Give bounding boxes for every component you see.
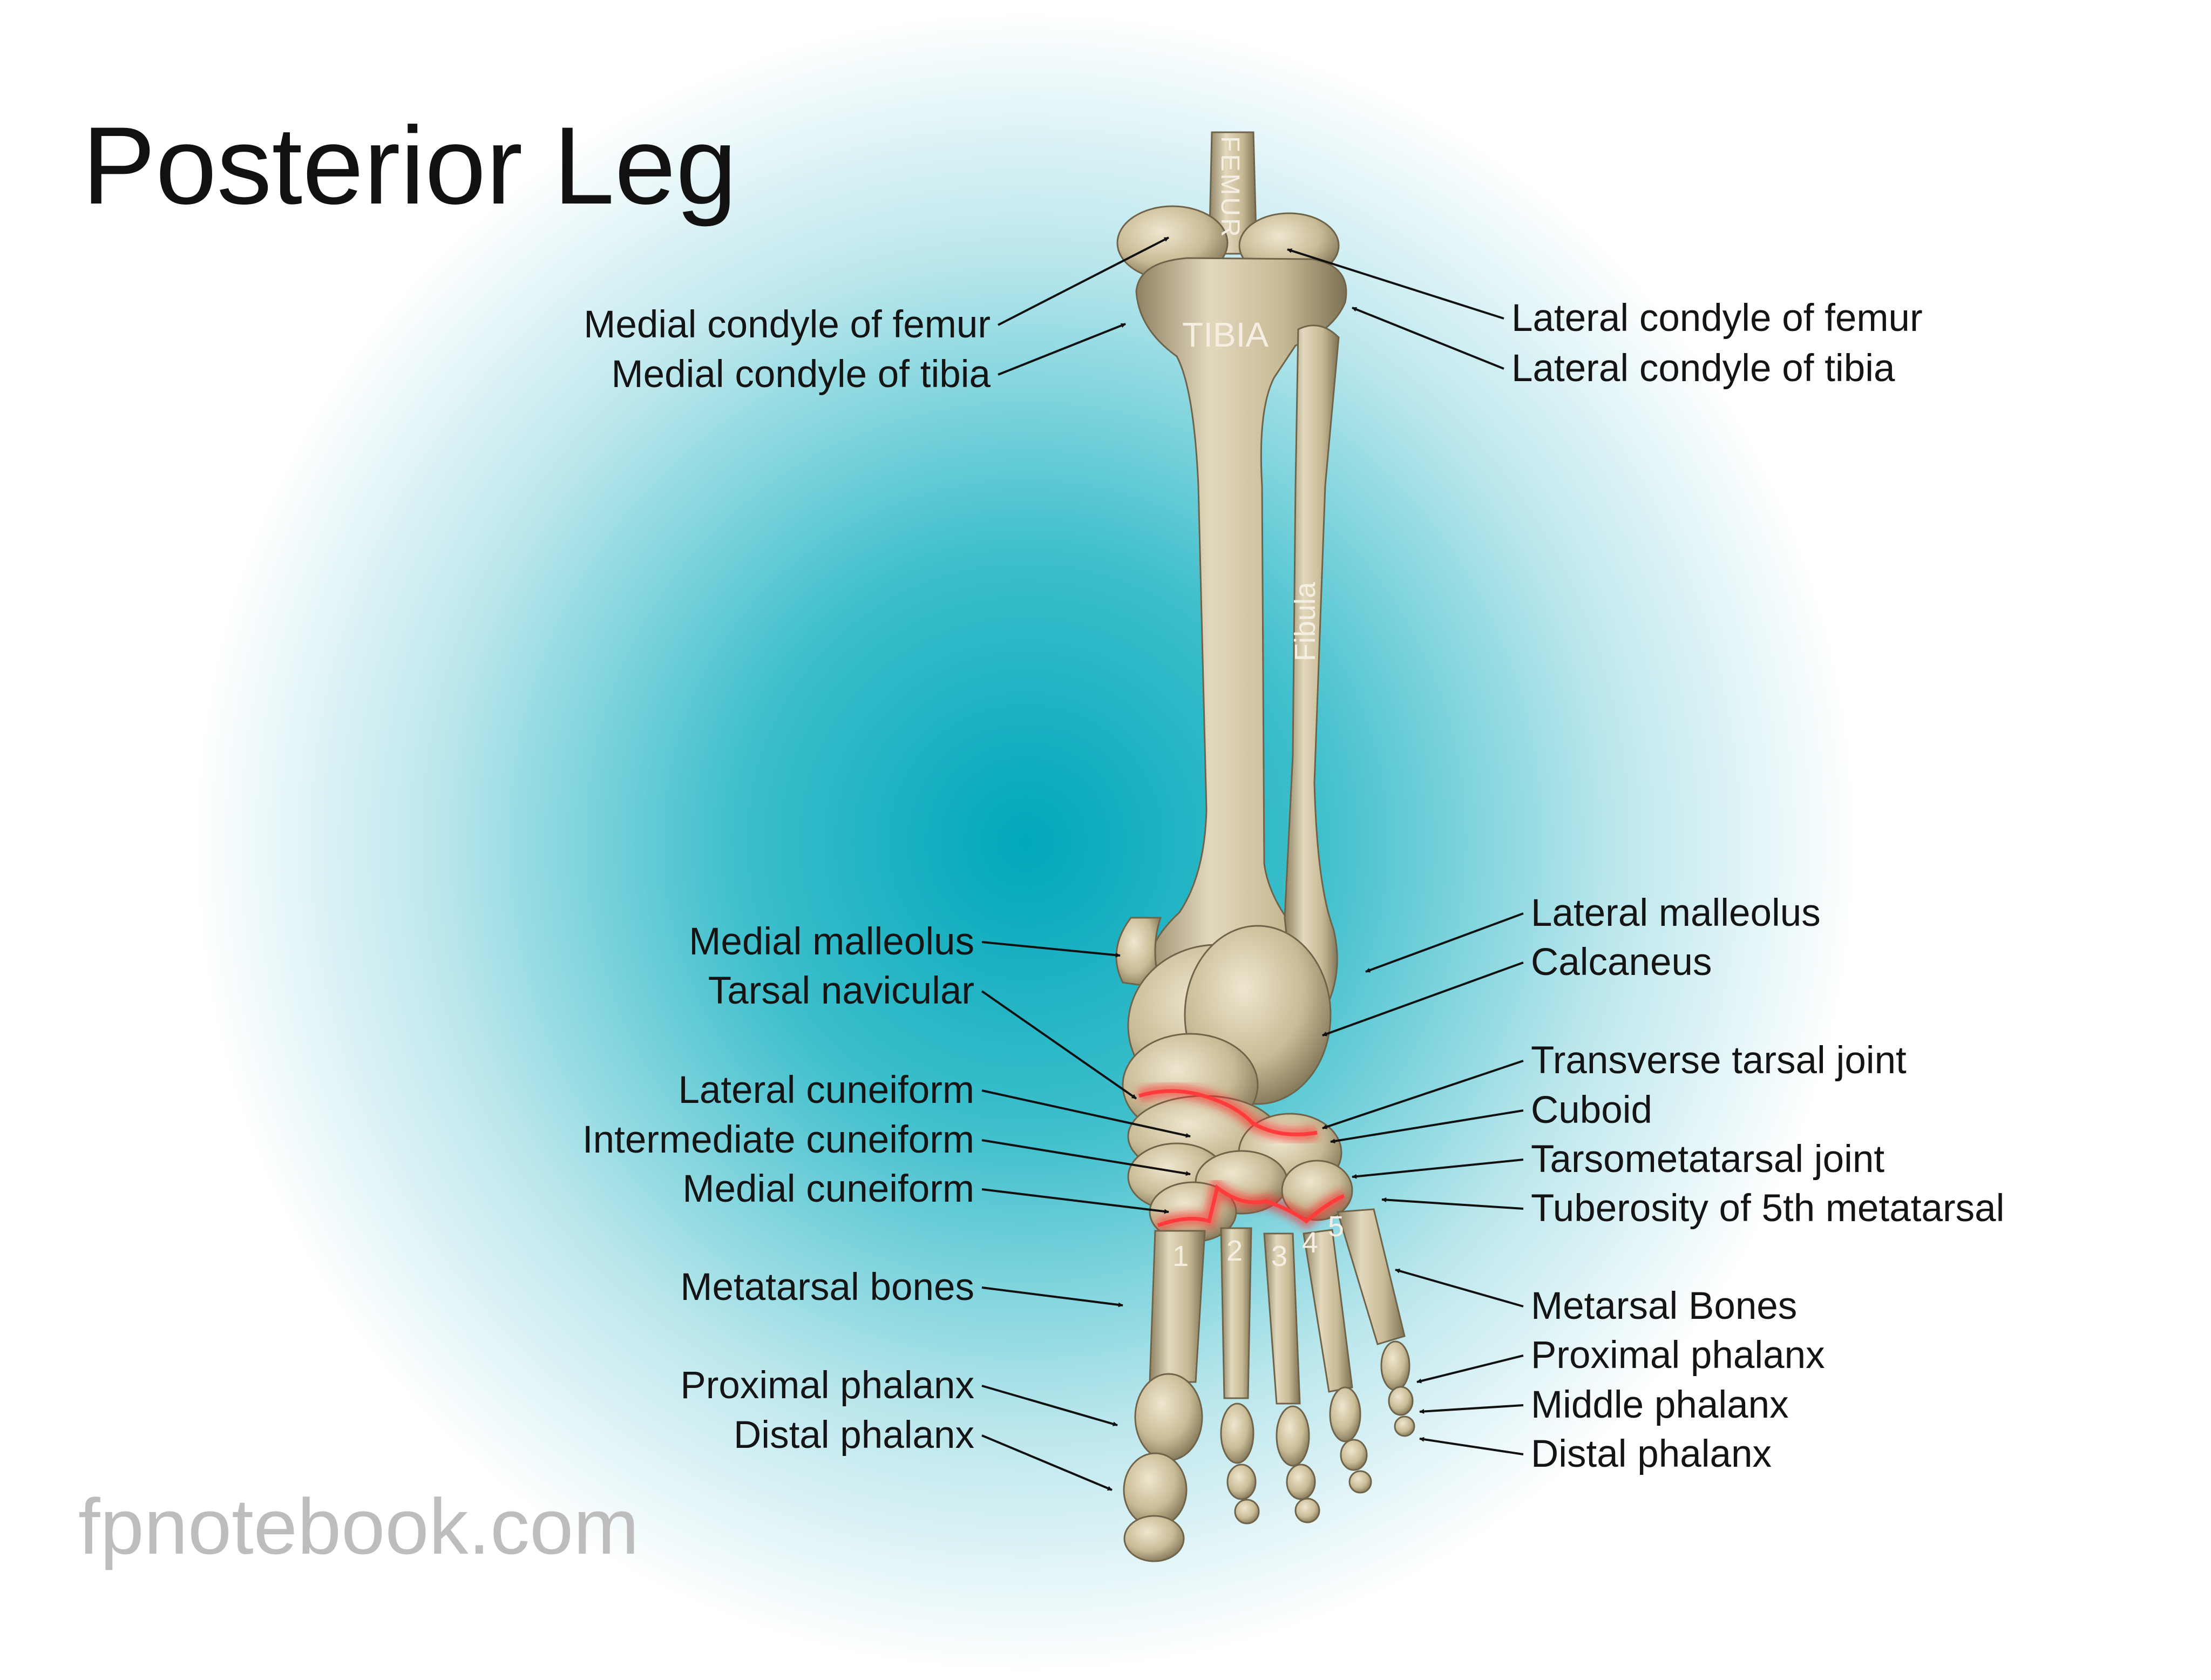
leader-left-lateral-cuneiform	[981, 1089, 1191, 1138]
leader-right-tarsometatarsal-joint	[1352, 1159, 1524, 1179]
label-left-distal-phalanx: Distal phalanx	[734, 1414, 974, 1457]
watermark: fpnotebook.com	[78, 1482, 639, 1570]
label-right-cuboid: Cuboid	[1531, 1089, 1652, 1132]
metatarsal-number-5: 5	[1328, 1210, 1344, 1243]
bone-text-labels: FEMUR TIBIA Fibula 1 2 3 4 5	[1172, 136, 1344, 1272]
femur-label: FEMUR	[1216, 136, 1244, 239]
fibula-label: Fibula	[1289, 581, 1321, 661]
metatarsals	[1149, 1208, 1406, 1405]
leader-left-distal-phalanx	[981, 1434, 1113, 1491]
label-right-middle-phalanx: Middle phalanx	[1531, 1384, 1789, 1426]
label-left-medial-malleolus: Medial malleolus	[689, 920, 974, 963]
leader-right-distal-phalanx	[1419, 1437, 1524, 1455]
label-right-lateral-condyle-of-tibia: Lateral condyle of tibia	[1511, 347, 1895, 390]
metatarsal-number-3: 3	[1271, 1240, 1287, 1272]
label-left-proximal-phalanx: Proximal phalanx	[680, 1364, 974, 1407]
label-right-distal-phalanx: Distal phalanx	[1531, 1433, 1772, 1475]
leader-arrows	[981, 236, 1524, 1491]
leader-right-calcaneus	[1322, 961, 1524, 1037]
metatarsal-number-1: 1	[1172, 1240, 1189, 1272]
metatarsal-number-4: 4	[1302, 1227, 1318, 1259]
label-left-tarsal-navicular: Tarsal navicular	[708, 970, 974, 1012]
label-left-medial-condyle-of-femur: Medial condyle of femur	[584, 303, 991, 346]
fibula	[1284, 324, 1340, 1014]
leader-left-medial-malleolus	[981, 941, 1121, 958]
tibia-label: TIBIA	[1182, 315, 1269, 354]
label-left-lateral-cuneiform: Lateral cuneiform	[678, 1069, 974, 1112]
label-right-metarsal-bones: Metarsal Bones	[1531, 1285, 1798, 1327]
leader-right-metarsal-bones	[1395, 1268, 1524, 1308]
leader-left-medial-cuneiform	[981, 1188, 1169, 1214]
metatarsal-number-2: 2	[1226, 1235, 1243, 1267]
leader-left-medial-condyle-of-femur	[998, 236, 1169, 326]
leader-right-lateral-condyle-of-femur	[1287, 248, 1504, 320]
label-right-tuberosity-of-5th-metatarsal: Tuberosity of 5th metatarsal	[1531, 1187, 2005, 1230]
joint-highlights	[1137, 1084, 1347, 1232]
page-title: Posterior Leg	[82, 104, 737, 227]
label-right-tarsometatarsal-joint: Tarsometatarsal joint	[1531, 1138, 1885, 1181]
tibia	[1115, 257, 1347, 989]
leader-right-lateral-malleolus	[1365, 912, 1524, 973]
label-right-calcaneus: Calcaneus	[1531, 941, 1712, 984]
label-left-medial-cuneiform: Medial cuneiform	[682, 1168, 974, 1210]
label-left-metatarsal-bones: Metatarsal bones	[680, 1266, 974, 1309]
label-right-proximal-phalanx: Proximal phalanx	[1531, 1334, 1825, 1377]
leader-right-tuberosity-of-5th-metatarsal	[1381, 1197, 1524, 1210]
label-left-medial-condyle-of-tibia: Medial condyle of tibia	[611, 353, 991, 396]
label-right-lateral-condyle-of-femur: Lateral condyle of femur	[1511, 297, 1923, 340]
label-right-lateral-malleolus: Lateral malleolus	[1531, 892, 1821, 934]
leader-left-proximal-phalanx	[981, 1385, 1118, 1427]
leader-left-metatarsal-bones	[981, 1286, 1123, 1308]
leader-right-cuboid	[1330, 1109, 1524, 1144]
leader-left-tarsal-navicular	[981, 990, 1137, 1100]
leader-left-intermediate-cuneiform	[981, 1139, 1191, 1176]
label-right-transverse-tarsal-joint: Transverse tarsal joint	[1531, 1039, 1907, 1082]
leader-right-lateral-condyle-of-tibia	[1352, 307, 1504, 370]
leader-right-proximal-phalanx	[1416, 1354, 1524, 1384]
label-left-intermediate-cuneiform: Intermediate cuneiform	[582, 1119, 974, 1161]
leader-left-medial-condyle-of-tibia	[998, 323, 1126, 376]
leader-right-transverse-tarsal-joint	[1322, 1060, 1524, 1129]
phalanges	[1123, 1340, 1415, 1562]
leader-right-middle-phalanx	[1419, 1404, 1524, 1414]
